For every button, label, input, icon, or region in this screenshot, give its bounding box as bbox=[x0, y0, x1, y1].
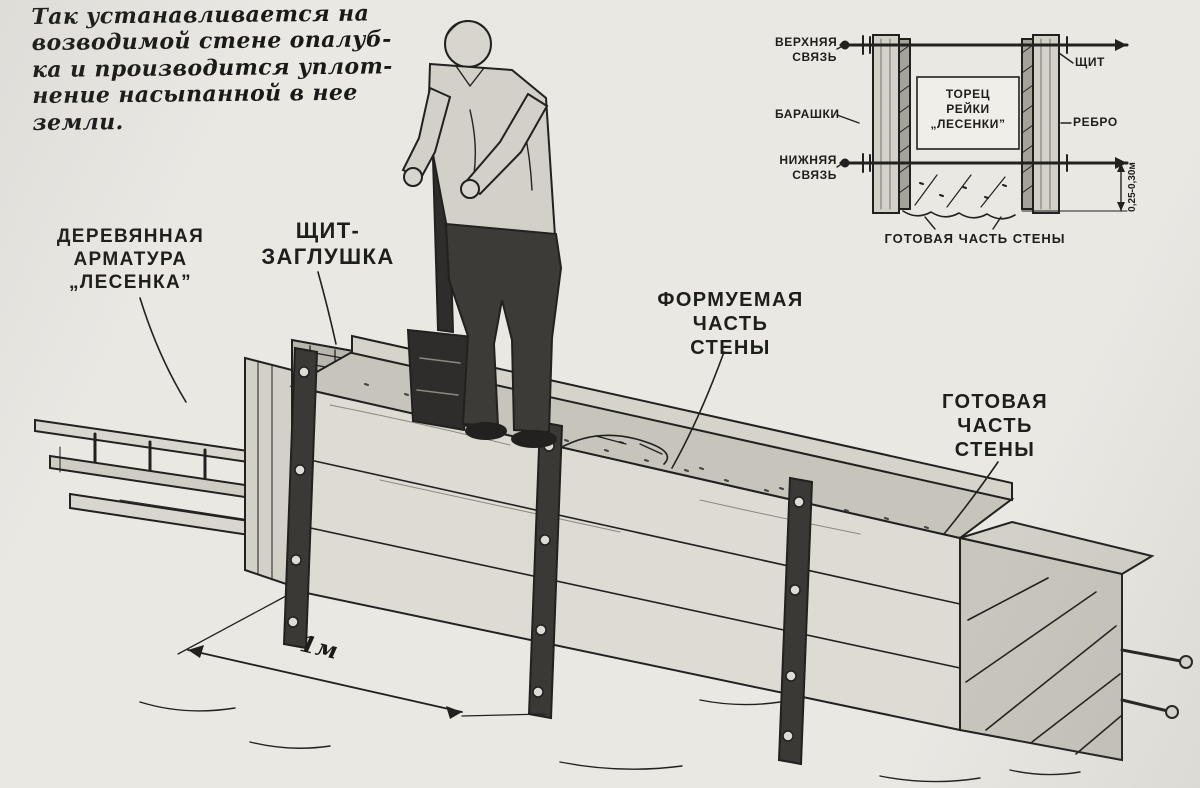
caption-line: возводимой стене опалуб- bbox=[31, 26, 392, 57]
caption-line: земли. bbox=[32, 108, 124, 136]
inset-label-rail-end: ТОРЕЦ РЕЙКИ „ЛЕСЕНКИ” bbox=[930, 87, 1006, 131]
inset-rail-end-box bbox=[916, 76, 1020, 150]
label-end-shield: ЩИТ- ЗАГЛУШКА bbox=[261, 218, 395, 270]
inset-drawing bbox=[836, 34, 1129, 230]
caption-line: нение насыпанной в нее bbox=[32, 79, 358, 110]
dimension-1m-lines bbox=[177, 595, 546, 719]
inset-cross-section: ВЕРХНЯЯ СВЯЗЬ БАРАШКИ НИЖНЯЯ СВЯЗЬ ЩИТ Р… bbox=[775, 5, 1195, 260]
worker-right-foot bbox=[511, 430, 557, 448]
ladder-reinforcement bbox=[34, 418, 283, 542]
inset-label-shield: ЩИТ bbox=[1075, 55, 1105, 69]
worker-left-foot bbox=[465, 422, 507, 440]
worker-trousers bbox=[444, 222, 563, 434]
ground-strokes bbox=[139, 699, 1081, 783]
leader-formed-wall bbox=[671, 351, 725, 469]
worker-right-hand bbox=[460, 179, 480, 199]
leader-end-shield bbox=[317, 271, 337, 345]
worker-head bbox=[444, 20, 492, 68]
label-formed-wall: ФОРМУЕМАЯ ЧАСТЬ СТЕНЫ bbox=[657, 289, 804, 359]
inset-label-wing-nuts: БАРАШКИ bbox=[775, 107, 840, 121]
inset-leaders bbox=[836, 45, 1074, 168]
leader-finished-wall bbox=[943, 461, 999, 535]
worker-left-hand bbox=[403, 167, 423, 187]
inset-upper-tie bbox=[839, 35, 1129, 55]
worker-shirt bbox=[426, 62, 557, 238]
inset-left-shield bbox=[872, 34, 911, 214]
inset-label-dimension: 0,25-0,30м bbox=[1127, 162, 1138, 212]
caption-line: Так устанавливается на bbox=[31, 0, 370, 31]
leader-lines bbox=[139, 271, 999, 535]
worker-right-arm bbox=[462, 92, 549, 196]
formwork-box bbox=[289, 334, 1015, 732]
formwork-clamps bbox=[282, 346, 814, 766]
worker-figure bbox=[401, 20, 563, 448]
label-ladder-reinforcement: ДЕРЕВЯННАЯ АРМАТУРА „ЛЕСЕНКА” bbox=[56, 226, 205, 293]
leader-ladder bbox=[139, 297, 187, 403]
label-finished-wall: ГОТОВАЯ ЧАСТЬ СТЕНЫ bbox=[942, 391, 1048, 461]
clamp-right bbox=[777, 476, 814, 766]
inset-dimension-lines bbox=[1021, 162, 1128, 212]
inset-lower-tie bbox=[839, 153, 1129, 173]
inset-label-lower-tie: НИЖНЯЯ СВЯЗЬ bbox=[779, 153, 837, 182]
intro-caption: Так устанавливается на возводимой стене … bbox=[31, 0, 422, 136]
clamp-middle bbox=[527, 420, 564, 720]
end-shield-board bbox=[244, 356, 293, 588]
inset-label-rib: РЕБРО bbox=[1073, 115, 1118, 129]
caption-line: ка и производится уплот- bbox=[31, 53, 393, 83]
inset-label-upper-tie: ВЕРХНЯЯ СВЯЗЬ bbox=[775, 35, 838, 64]
clamp-left bbox=[282, 346, 319, 650]
worker-hair bbox=[446, 20, 491, 38]
inset-right-shield bbox=[1021, 34, 1060, 214]
finished-wall-block bbox=[956, 520, 1193, 762]
inset-label-finished-wall: ГОТОВАЯ ЧАСТЬ СТЕНЫ bbox=[884, 231, 1066, 246]
inset-finished-wall bbox=[902, 174, 1016, 230]
